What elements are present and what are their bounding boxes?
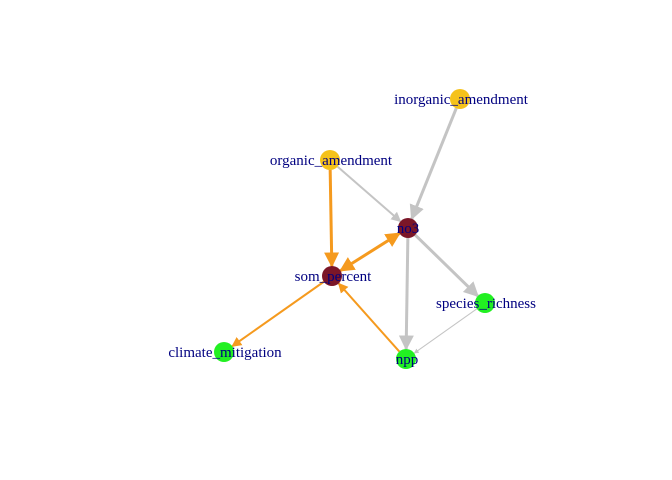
node-label-npp: npp: [396, 352, 419, 368]
edge-npp-to-som_percent: [337, 282, 401, 353]
edge-inorganic_amendment-to-no3: [409, 107, 458, 221]
edge-organic_amendment-to-no3: [336, 165, 402, 223]
node-label-organic_amendment: organic_amendment: [270, 153, 393, 169]
nodes-layer: [214, 89, 495, 369]
edge-no3-to-npp: [398, 237, 414, 351]
node-climate_mitigation: [214, 342, 234, 362]
labels-layer: inorganic_amendment organic_amendment no3 s…: [168, 92, 536, 368]
node-npp: [396, 349, 416, 369]
node-som_percent: [322, 266, 342, 286]
node-no3: [398, 218, 418, 238]
node-species_richness: [475, 293, 495, 313]
edge-som_percent-to-climate_mitigation: [231, 280, 325, 348]
node-label-species_richness: species_richness: [436, 296, 536, 312]
edge-no3-to-som_percent: [339, 232, 401, 272]
node-label-no3: no3: [397, 221, 420, 237]
edge-organic_amendment-to-som_percent: [324, 169, 340, 268]
edge-species_richness-to-npp: [413, 308, 478, 354]
node-label-inorganic_amendment: inorganic_amendment: [394, 92, 529, 108]
node-inorganic_amendment: [450, 89, 470, 109]
node-label-som_percent: som_percent: [295, 269, 372, 285]
node-organic_amendment: [320, 150, 340, 170]
edge-no3-to-species_richness: [414, 233, 479, 298]
node-label-climate_mitigation: climate_mitigation: [168, 345, 282, 361]
edges-layer: [231, 107, 479, 354]
